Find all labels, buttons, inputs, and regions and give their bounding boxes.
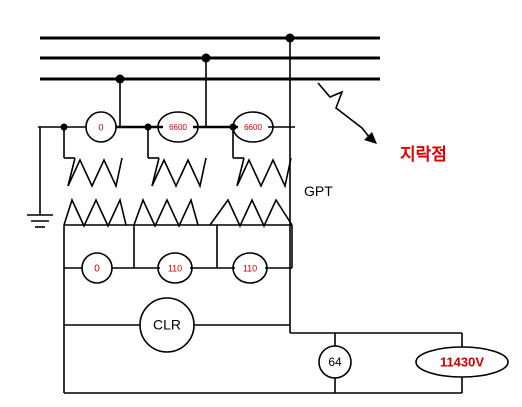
secondary-meter-2 bbox=[157, 252, 193, 284]
secondary-meter-1 bbox=[81, 252, 113, 284]
voltage-label: 11430V bbox=[440, 354, 484, 369]
secondary-meter-value-2: 110 bbox=[168, 263, 182, 273]
primary-junction-3 bbox=[229, 123, 237, 131]
fault-arrow-head bbox=[364, 132, 377, 144]
primary-meter-value-1: 0 bbox=[98, 122, 103, 132]
primary-coil-1 bbox=[67, 157, 123, 189]
secondary-meter-value-1: 0 bbox=[94, 264, 100, 275]
secondary-coil-3 bbox=[209, 198, 293, 228]
clr-label: CLR bbox=[153, 317, 181, 333]
ground-fault-label: 지락점 bbox=[400, 145, 447, 164]
secondary-coil-1 bbox=[63, 197, 127, 228]
gpt-label: GPT bbox=[304, 183, 333, 199]
primary-coil-2 bbox=[151, 157, 207, 189]
ground-relay-64 bbox=[318, 345, 352, 379]
bus-junction-2 bbox=[201, 53, 211, 63]
relay-64-label: 64 bbox=[328, 355, 342, 369]
bus-junction-1 bbox=[285, 33, 295, 43]
primary-junction-2 bbox=[144, 123, 152, 131]
primary-coil-3 bbox=[236, 157, 292, 189]
primary-junction-1 bbox=[60, 123, 68, 131]
primary-meter-1 bbox=[85, 111, 117, 143]
clr-resistor bbox=[139, 297, 195, 353]
primary-meter-value-2: 6600 bbox=[169, 123, 187, 132]
primary-meter-value-3: 6600 bbox=[244, 123, 262, 132]
voltage-indicator bbox=[415, 346, 509, 378]
primary-meter-2 bbox=[157, 111, 199, 143]
ground-fault-arrow bbox=[317, 82, 371, 139]
secondary-meter-3 bbox=[232, 252, 268, 284]
secondary-meter-value-3: 110 bbox=[243, 263, 257, 273]
bus-junction-3 bbox=[115, 74, 125, 84]
secondary-coil-2 bbox=[133, 197, 199, 228]
